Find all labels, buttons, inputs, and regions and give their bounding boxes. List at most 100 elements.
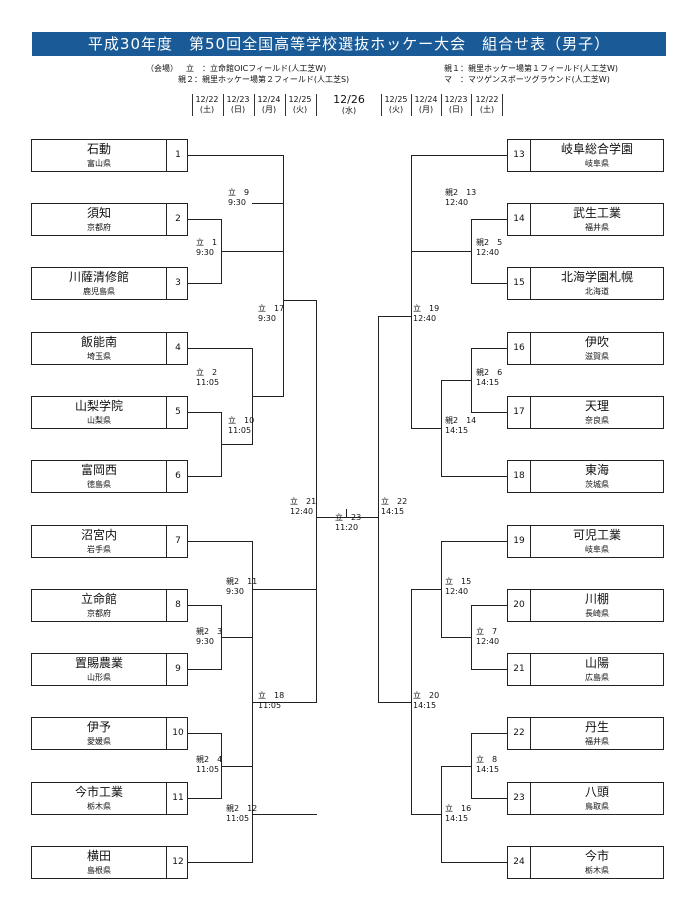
bracket-line (471, 798, 508, 799)
date-label: 12/24 (257, 95, 281, 104)
team-number: 23 (508, 783, 531, 814)
date-column: 12/24(月) (411, 95, 441, 115)
bracket-line (471, 669, 508, 670)
date-column: 12/24(月) (254, 95, 284, 115)
date-label: 12/23 (444, 95, 468, 104)
team-number: 20 (508, 590, 531, 621)
bracket-line (252, 589, 317, 590)
bracket-line (316, 300, 317, 518)
bracket-line (411, 251, 472, 252)
bracket-line (346, 517, 379, 518)
match-number: 立 21 (290, 497, 317, 506)
team-prefecture: 徳島県 (87, 480, 111, 489)
match-number: 親2 14 (445, 416, 477, 425)
match-time: 14:15 (445, 426, 469, 435)
date-divider (381, 94, 382, 116)
team-prefecture: 富山県 (87, 159, 111, 168)
match-number: 立 9 (228, 188, 250, 197)
bracket-line (441, 476, 508, 477)
bracket-line (188, 219, 222, 220)
venue-legend-item: マ ：マツゲンスポーツグラウンド(人工芝W) (444, 75, 610, 84)
venue-legend-item: 親１：親里ホッケー場第１フィールド(人工芝W) (444, 64, 618, 73)
venue-legend-item: 立 ：立命館OICフィールド(人工芝W) (186, 64, 327, 73)
team-name: 伊吹 (584, 335, 609, 349)
team-prefecture: 山梨県 (87, 416, 111, 425)
team-name: 須知 (86, 206, 111, 220)
bracket-line (188, 798, 222, 799)
date-label: 12/24 (414, 95, 438, 104)
team-number: 9 (166, 654, 189, 685)
bracket-line (188, 283, 222, 284)
team-number: 4 (166, 333, 189, 364)
bracket-line (221, 637, 253, 638)
team-number: 7 (166, 526, 189, 557)
team-name: 北海学園札幌 (560, 270, 633, 284)
bracket-line (188, 862, 253, 863)
team-prefecture: 福井県 (585, 223, 609, 232)
bracket-line (252, 814, 317, 815)
match-time: 14:15 (445, 814, 469, 823)
date-divider (223, 94, 224, 116)
bracket-line (346, 509, 347, 518)
bracket-line (441, 380, 472, 381)
date-column: 12/22(土) (472, 95, 502, 115)
team-name: 飯能南 (80, 335, 117, 349)
venue-legend-item: 親２：親里ホッケー場第２フィールド(人工芝S) (178, 75, 350, 84)
match-time: 12:40 (476, 248, 500, 257)
bracket-line (188, 669, 222, 670)
match-time: 12:40 (445, 198, 469, 207)
match-number: 親2 5 (476, 238, 503, 247)
date-column: 12/26(水) (324, 93, 374, 116)
match-number: 親2 6 (476, 368, 503, 377)
bracket-line (471, 733, 508, 734)
match-number: 立 10 (228, 416, 255, 425)
team-prefecture: 長崎県 (585, 609, 609, 618)
bracket-line (188, 412, 222, 413)
bracket-line (221, 766, 253, 767)
match-number: 立 8 (476, 755, 498, 764)
bracket-line (471, 348, 508, 349)
team-number: 16 (508, 333, 531, 364)
bracket-line (252, 396, 284, 397)
weekday-label: (土) (199, 105, 215, 114)
team-prefecture: 岐阜県 (585, 545, 609, 554)
bracket-line (378, 316, 379, 703)
match-time: 11:05 (228, 426, 252, 435)
team-number: 19 (508, 526, 531, 557)
bracket-line (252, 702, 317, 703)
bracket-line (471, 412, 508, 413)
match-number: 立 19 (413, 304, 440, 313)
bracket-line (471, 283, 508, 284)
team-name: 横田 (86, 849, 111, 863)
date-divider (254, 94, 255, 116)
bracket-line (188, 476, 222, 477)
team-name: 石動 (86, 142, 111, 156)
team-prefecture: 奈良県 (585, 416, 609, 425)
team-prefecture: 埼玉県 (87, 352, 111, 361)
bracket-line (188, 348, 253, 349)
weekday-label: (日) (230, 105, 246, 114)
team-number: 21 (508, 654, 531, 685)
match-number: 立 18 (258, 691, 285, 700)
team-prefecture: 北海道 (585, 287, 609, 296)
match-time: 12:40 (290, 507, 314, 516)
team-number: 11 (166, 783, 189, 814)
team-prefecture: 愛媛県 (87, 737, 111, 746)
date-label: 12/23 (226, 95, 250, 104)
date-divider (192, 94, 193, 116)
match-time: 11:20 (335, 523, 359, 532)
